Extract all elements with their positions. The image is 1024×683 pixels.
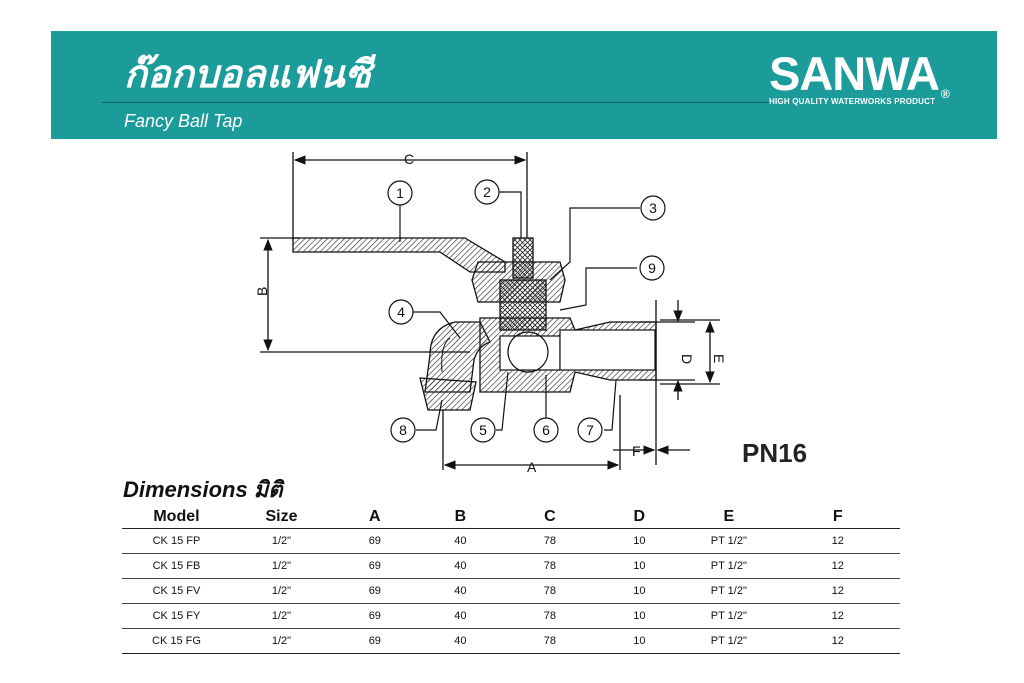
cell-c: 78 <box>503 578 597 604</box>
cell-d: 10 <box>596 528 683 554</box>
brand-logo: SANWA® HIGH QUALITY WATERWORKS PRODUCT <box>769 47 989 107</box>
dim-label-f: F <box>632 443 641 459</box>
cell-f: 12 <box>775 578 900 604</box>
cell-a: 69 <box>332 553 418 579</box>
cell-b: 40 <box>417 578 504 604</box>
registered-mark: ® <box>940 87 950 101</box>
callout-7: 7 <box>586 422 594 438</box>
cell-size: 1/2" <box>230 578 333 604</box>
cell-f: 12 <box>775 603 900 629</box>
cell-c: 78 <box>503 628 597 654</box>
dim-label-d: D <box>679 354 695 364</box>
cell-f: 12 <box>775 553 900 579</box>
cell-size: 1/2" <box>230 553 333 579</box>
cell-model: CK 15 FP <box>122 528 231 554</box>
table-row: CK 15 FP 1/2" 69 40 78 10 PT 1/2" 12 <box>122 528 900 554</box>
column-header-f: F <box>775 506 900 529</box>
column-header-a: A <box>332 506 418 529</box>
dimensions-title: Dimensions มิติ <box>123 477 283 502</box>
title-divider <box>102 102 770 103</box>
column-header-size: Size <box>230 506 333 529</box>
dim-label-b: B <box>254 287 270 296</box>
table-header-row: Model Size A B C D E F <box>122 506 900 529</box>
cell-model: CK 15 FB <box>122 553 231 579</box>
cell-b: 40 <box>417 528 504 554</box>
cell-size: 1/2" <box>230 628 333 654</box>
cell-b: 40 <box>417 553 504 579</box>
cell-b: 40 <box>417 628 504 654</box>
callout-3: 3 <box>649 200 657 216</box>
dim-label-c: C <box>404 151 414 167</box>
column-header-c: C <box>503 506 597 529</box>
cell-c: 78 <box>503 528 597 554</box>
cell-size: 1/2" <box>230 528 333 554</box>
callout-5: 5 <box>479 422 487 438</box>
table-row: CK 15 FY 1/2" 69 40 78 10 PT 1/2" 12 <box>122 603 900 629</box>
cell-a: 69 <box>332 528 418 554</box>
dim-label-e: E <box>711 354 727 363</box>
cell-d: 10 <box>596 578 683 604</box>
page-title-thai: ก๊อกบอลแฟนซี <box>124 52 372 96</box>
column-header-d: D <box>596 506 683 529</box>
column-header-e: E <box>682 506 776 529</box>
cell-a: 69 <box>332 603 418 629</box>
table-row: CK 15 FV 1/2" 69 40 78 10 PT 1/2" 12 <box>122 578 900 604</box>
table-row: CK 15 FG 1/2" 69 40 78 10 PT 1/2" 12 <box>122 628 900 654</box>
cell-b: 40 <box>417 603 504 629</box>
cell-d: 10 <box>596 553 683 579</box>
cell-model: CK 15 FV <box>122 578 231 604</box>
cell-size: 1/2" <box>230 603 333 629</box>
column-header-b: B <box>417 506 504 529</box>
cell-e: PT 1/2" <box>682 528 776 554</box>
cell-e: PT 1/2" <box>682 553 776 579</box>
cell-c: 78 <box>503 553 597 579</box>
cell-e: PT 1/2" <box>682 603 776 629</box>
callout-2: 2 <box>483 184 491 200</box>
pressure-rating: PN16 <box>742 438 808 468</box>
cell-d: 10 <box>596 628 683 654</box>
table-row: CK 15 FB 1/2" 69 40 78 10 PT 1/2" 12 <box>122 553 900 579</box>
brand-name: SANWA <box>769 47 940 100</box>
page-title-english: Fancy Ball Tap <box>124 111 243 131</box>
header-banner: ก๊อกบอลแฟนซี Fancy Ball Tap SANWA® HIGH … <box>51 31 997 139</box>
callout-6: 6 <box>542 422 550 438</box>
dimensions-table: Model Size A B C D E F CK 15 FP 1/2" 69 … <box>122 506 900 654</box>
cell-d: 10 <box>596 603 683 629</box>
column-header-model: Model <box>122 506 231 529</box>
cell-e: PT 1/2" <box>682 628 776 654</box>
cell-e: PT 1/2" <box>682 578 776 604</box>
cell-c: 78 <box>503 603 597 629</box>
cell-model: CK 15 FG <box>122 628 231 654</box>
callout-8: 8 <box>399 422 407 438</box>
callout-4: 4 <box>397 304 405 320</box>
cell-f: 12 <box>775 528 900 554</box>
cell-a: 69 <box>332 578 418 604</box>
cell-f: 12 <box>775 628 900 654</box>
callout-1: 1 <box>396 185 404 201</box>
brand-tagline: HIGH QUALITY WATERWORKS PRODUCT <box>769 97 936 106</box>
callout-9: 9 <box>648 260 656 276</box>
dim-label-a: A <box>527 459 537 475</box>
cell-model: CK 15 FY <box>122 603 231 629</box>
cell-a: 69 <box>332 628 418 654</box>
